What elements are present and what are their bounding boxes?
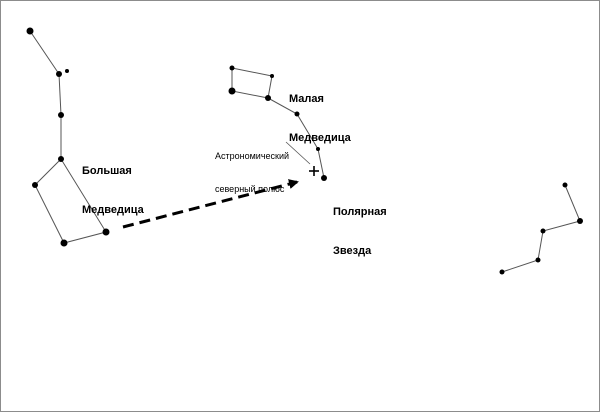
polaris-label-line: Звезда <box>333 245 372 257</box>
celestial-pole-label: Астрономический северный полюс <box>215 129 289 217</box>
cassiopeia-star <box>499 269 505 275</box>
little-dipper-star <box>270 74 274 78</box>
celestial-pole-label-line: северный полюс <box>215 184 285 194</box>
big-dipper-star <box>32 182 38 188</box>
plus-icon <box>309 166 319 176</box>
cassiopeia-star <box>535 257 541 263</box>
celestial-pole-label-line: Астрономический <box>215 151 290 161</box>
big-dipper-label-line: Медведица <box>82 204 144 216</box>
big-dipper-star <box>58 156 64 162</box>
little-dipper-label: Малая Медведица <box>289 67 351 171</box>
big-dipper-constellation <box>26 27 110 247</box>
cassiopeia-constellation <box>499 182 583 275</box>
big-dipper-label: Большая Медведица <box>82 139 144 243</box>
big-dipper-star <box>58 112 64 118</box>
big-dipper-star <box>26 27 34 35</box>
big-dipper-handle-line <box>29 30 62 159</box>
little-dipper-constellation <box>228 65 327 181</box>
little-dipper-handle-line <box>267 97 325 179</box>
cassiopeia-star <box>562 182 568 188</box>
polaris-star <box>321 175 327 181</box>
little-dipper-star <box>294 111 300 117</box>
arrow-right-icon <box>122 179 299 229</box>
cassiopeia-star <box>540 228 546 234</box>
cassiopeia-line <box>501 184 581 273</box>
little-dipper-label-line: Малая <box>289 93 324 105</box>
pole-leader-line <box>285 141 311 165</box>
big-dipper-star <box>102 228 110 236</box>
big-dipper-star <box>65 69 69 73</box>
little-dipper-star <box>229 65 235 71</box>
little-dipper-star <box>265 95 271 101</box>
polaris-label-line: Полярная <box>333 206 387 218</box>
little-dipper-star <box>316 147 320 151</box>
little-dipper-bowl-line <box>231 67 273 99</box>
little-dipper-star <box>228 87 236 95</box>
polaris-label: Полярная Звезда <box>333 180 387 284</box>
little-dipper-label-line: Медведица <box>289 132 351 144</box>
big-dipper-star <box>56 71 62 77</box>
big-dipper-label-line: Большая <box>82 165 132 177</box>
big-dipper-star <box>60 239 68 247</box>
cassiopeia-star <box>577 218 583 224</box>
